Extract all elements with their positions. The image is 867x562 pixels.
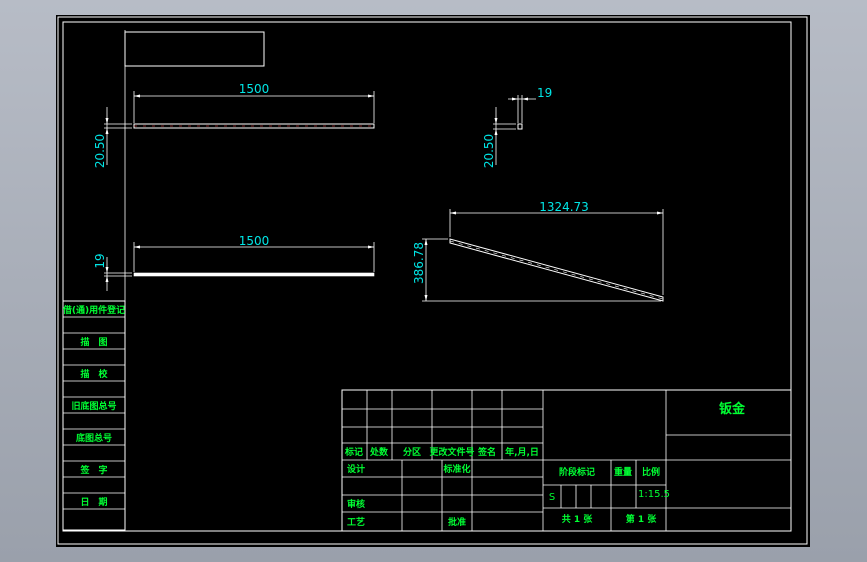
label-approve: 批准	[448, 516, 466, 528]
stage-value: S	[549, 492, 555, 503]
dim-text-side-height: 20.50	[482, 134, 496, 168]
inclined-plate	[449, 238, 664, 302]
left-strip-table: 借(通)用件登记 描 图 描 校 旧底图总号 底图总号 签 字 日 期	[62, 300, 126, 531]
drawing-border	[62, 21, 792, 532]
arrowhead	[450, 211, 456, 215]
dim-text-top-height: 20.50	[93, 134, 107, 168]
outer-frame	[57, 16, 808, 545]
side-view: 19 20.50	[482, 86, 552, 168]
top-view: 1500 20.50	[93, 82, 375, 168]
label-weight: 重量	[614, 466, 632, 478]
arrowhead	[134, 245, 140, 249]
dim-text-top-length: 1500	[239, 82, 270, 96]
scale-value: 1:15.5	[638, 489, 670, 500]
arrowhead	[494, 129, 498, 135]
dim-text-inclined-length: 1324.73	[539, 200, 589, 214]
left-strip-frame	[62, 300, 126, 531]
label-scale: 比例	[642, 466, 660, 478]
upper-code-box	[124, 31, 265, 67]
arrowhead	[105, 267, 109, 273]
arrowhead	[368, 245, 374, 249]
strip-label-borrow: 借(通)用件登记	[62, 304, 125, 316]
label-stage: 阶段标记	[559, 466, 595, 478]
arrowhead	[424, 295, 428, 301]
dim-text-front-length: 1500	[239, 234, 270, 248]
arrowhead	[424, 239, 428, 245]
label-standardize: 标准化	[442, 463, 470, 475]
arrowhead	[105, 128, 109, 134]
label-process: 工艺	[347, 516, 365, 528]
header-change-doc: 更改文件号	[429, 446, 474, 458]
header-date: 年,月,日	[505, 446, 539, 458]
strip-label-date: 日 期	[80, 496, 107, 508]
strip-label-base: 底图总号	[76, 432, 112, 444]
arrowhead	[657, 211, 663, 215]
header-count: 处数	[369, 446, 389, 458]
arrowhead	[368, 94, 374, 98]
sheet-number: 第 1 张	[626, 513, 658, 525]
strip-label-sign: 签 字	[79, 464, 107, 476]
title-block-frame	[341, 389, 792, 532]
label-review: 审核	[347, 498, 365, 510]
header-zone: 分区	[403, 446, 421, 458]
cad-viewport[interactable]: 1500 20.50 1500 19 19	[56, 15, 810, 547]
front-view-bar	[133, 272, 375, 277]
label-design: 设计	[347, 463, 365, 475]
drawing-canvas: 1500 20.50 1500 19 19	[57, 16, 808, 545]
inclined-view: 1324.73 386.78	[412, 200, 664, 302]
arrowhead	[134, 94, 140, 98]
header-mark: 标记	[344, 446, 363, 458]
sheets-total: 共 1 张	[562, 513, 594, 525]
part-name: 钣金	[719, 401, 746, 417]
strip-label-check: 描 校	[80, 368, 108, 380]
dim-text-inclined-height: 386.78	[412, 242, 426, 284]
arrowhead	[494, 118, 498, 124]
inclined-hidden-line	[449, 240, 664, 300]
strip-label-old-base: 旧底图总号	[71, 400, 116, 412]
strip-label-trace: 描 图	[80, 336, 107, 348]
title-block: 钣金 标记 处数 分区 更改文件号 签名 年,月,日 设计 标准化 审核 工艺 …	[341, 389, 792, 532]
side-view-profile	[517, 123, 523, 130]
header-signature: 签名	[477, 446, 496, 458]
arrowhead	[522, 97, 528, 101]
arrowhead	[512, 97, 518, 101]
arrowhead	[105, 276, 109, 282]
dim-text-front-height: 19	[93, 253, 107, 268]
arrowhead	[105, 118, 109, 124]
front-view: 1500 19	[93, 234, 375, 291]
dim-text-side-width: 19	[537, 86, 552, 100]
